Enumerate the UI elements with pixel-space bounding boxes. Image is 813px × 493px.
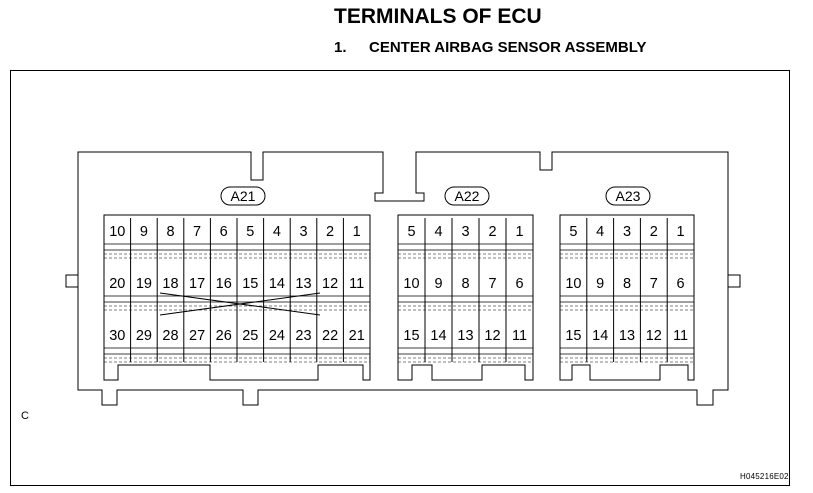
a23-pin-9: 9 [596, 276, 604, 292]
a23-pin-12: 12 [646, 328, 662, 344]
a22-pin-6: 6 [515, 276, 523, 292]
a22-connector-label: A22 [455, 188, 480, 204]
a23-label-oval [605, 186, 651, 206]
section-heading: 1. CENTER AIRBAG SENSOR ASSEMBLY [334, 39, 647, 56]
section-title: CENTER AIRBAG SENSOR ASSEMBLY [369, 39, 647, 56]
a22-pin-1: 1 [515, 224, 523, 240]
a23-pin-6: 6 [677, 276, 685, 292]
a21-pin-3: 3 [299, 224, 307, 240]
a22-pin-9: 9 [434, 276, 442, 292]
a23-pin-2: 2 [650, 224, 658, 240]
a22-pin-7: 7 [488, 276, 496, 292]
a23-pin-14: 14 [592, 328, 608, 344]
a23-pin-13: 13 [619, 328, 635, 344]
a21-pin-22: 22 [322, 328, 338, 344]
a21-pin-4: 4 [273, 224, 281, 240]
a21-label-oval [220, 186, 266, 206]
a21-pin-13: 13 [295, 276, 311, 292]
page-title: TERMINALS OF ECU [334, 5, 542, 28]
a21-pin-15: 15 [242, 276, 258, 292]
a21-pin-28: 28 [162, 328, 178, 344]
figure-frame [10, 70, 790, 486]
a21-body-outline [103, 214, 371, 381]
a21-pin-30: 30 [109, 328, 125, 344]
a23-pin-15: 15 [565, 328, 581, 344]
a22-pin-14: 14 [430, 328, 446, 344]
a21-pin-27: 27 [189, 328, 205, 344]
a23-pin-1: 1 [677, 224, 685, 240]
a21-connector-label: A21 [231, 188, 256, 204]
a21-pin-25: 25 [242, 328, 258, 344]
a21-pin-24: 24 [269, 328, 285, 344]
a22-pin-12: 12 [484, 328, 500, 344]
a23-pin-5: 5 [569, 224, 577, 240]
a21-cross-line [159, 292, 321, 316]
a21-pin-29: 29 [136, 328, 152, 344]
a21-pin-14: 14 [269, 276, 285, 292]
a22-pin-3: 3 [461, 224, 469, 240]
a22-pin-2: 2 [488, 224, 496, 240]
a21-pin-2: 2 [326, 224, 334, 240]
a23-pin-10: 10 [565, 276, 581, 292]
a22-body-outline [397, 214, 534, 381]
a22-pin-5: 5 [407, 224, 415, 240]
a21-pin-20: 20 [109, 276, 125, 292]
a21-pin-8: 8 [166, 224, 174, 240]
a22-label-oval [444, 186, 490, 206]
a22-pin-15: 15 [403, 328, 419, 344]
a21-pin-5: 5 [246, 224, 254, 240]
figure-code: H045216E02 [740, 472, 789, 481]
a21-pin-17: 17 [189, 276, 205, 292]
a23-body-outline [559, 214, 695, 381]
a23-pin-11: 11 [673, 328, 688, 344]
a21-pin-18: 18 [162, 276, 178, 292]
a21-pin-1: 1 [353, 224, 361, 240]
a22-pin-13: 13 [457, 328, 473, 344]
ecu-housing-outline [77, 151, 729, 406]
a21-pin-12: 12 [322, 276, 338, 292]
right-ear [727, 274, 741, 288]
a22-pin-8: 8 [461, 276, 469, 292]
section-number: 1. [334, 39, 347, 56]
left-ear [65, 274, 79, 288]
a21-pin-21: 21 [349, 328, 365, 344]
a21-pin-10: 10 [109, 224, 125, 240]
a21-pin-16: 16 [216, 276, 232, 292]
a21-pin-6: 6 [220, 224, 228, 240]
a23-connector-label: A23 [616, 188, 641, 204]
a23-pin-7: 7 [650, 276, 658, 292]
a21-pin-9: 9 [140, 224, 148, 240]
a21-pin-23: 23 [295, 328, 311, 344]
a22-pin-4: 4 [434, 224, 442, 240]
a22-pin-11: 11 [512, 328, 527, 344]
a23-pin-8: 8 [623, 276, 631, 292]
a23-pin-4: 4 [596, 224, 604, 240]
a21-pin-26: 26 [216, 328, 232, 344]
a22-pin-10: 10 [403, 276, 419, 292]
a21-pin-11: 11 [349, 276, 364, 292]
a21-pin-7: 7 [193, 224, 201, 240]
a21-pin-19: 19 [136, 276, 152, 292]
a23-pin-3: 3 [623, 224, 631, 240]
corner-label: C [21, 410, 29, 422]
